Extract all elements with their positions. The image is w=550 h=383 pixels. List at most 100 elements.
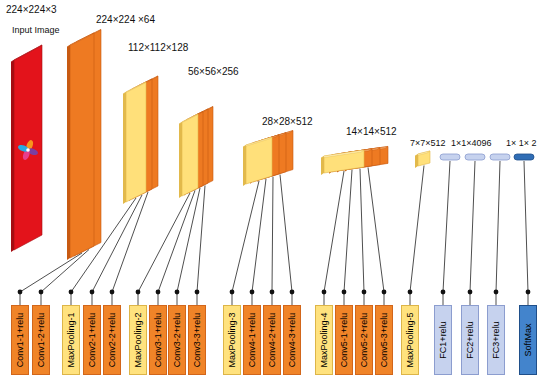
slab-edge <box>321 156 324 175</box>
slab-edge <box>11 60 14 252</box>
leader-line <box>360 169 364 292</box>
leader-dot <box>270 290 275 295</box>
layer-label: Conv3-2+relu <box>173 313 182 367</box>
dense-layer-bar <box>440 154 460 160</box>
feature-map-slab <box>179 114 198 198</box>
leader-dot <box>494 290 499 295</box>
layer-box: MaxPooling-4 <box>315 305 333 375</box>
dense-layer-bar <box>465 154 485 160</box>
leader-line <box>344 170 352 292</box>
leader-dot <box>69 290 74 295</box>
dimension-label: 28×28×512 <box>262 116 313 127</box>
leader-dot <box>156 290 161 295</box>
layer-box: Conv4-3+relu <box>283 305 301 375</box>
leader-line <box>496 161 500 292</box>
flower-petal <box>17 144 29 153</box>
layer-box: Conv3-3+relu <box>188 305 206 375</box>
leader-line <box>443 161 450 292</box>
leader-dot <box>468 290 473 295</box>
layer-label: MaxPooling-4 <box>320 312 329 367</box>
layer-box: Conv5-2+relu <box>355 305 373 375</box>
layer-box: Conv3-2+relu <box>168 305 186 375</box>
layer-label: Conv5-1+relu <box>340 313 349 367</box>
leader-line <box>232 181 259 292</box>
slab-edge <box>123 92 126 204</box>
dimension-label: 224×224×3 <box>6 4 57 15</box>
leader-line <box>280 175 292 292</box>
slab-top <box>11 45 42 62</box>
layer-label: Conv4-2+relu <box>268 313 277 367</box>
layer-box: Conv4-2+relu <box>263 305 281 375</box>
leader-dot <box>39 290 44 295</box>
leader-line <box>197 186 205 293</box>
slab-edge <box>67 45 70 260</box>
layer-label: FC3+relu <box>492 321 501 358</box>
layer-label: MaxPooling-2 <box>134 312 143 367</box>
layer-box: Conv5-1+relu <box>335 305 353 375</box>
layer-box: FC2+relu <box>461 305 479 375</box>
layer-label: Conv3-1+relu <box>154 313 163 367</box>
feature-map-slab <box>123 82 146 204</box>
leader-dot <box>441 290 446 295</box>
dimension-label: 7×7×512 <box>410 139 446 149</box>
layer-label: Conv5-3+relu <box>380 313 389 367</box>
slab-face <box>182 114 198 196</box>
leader-line <box>158 191 195 293</box>
leader-line <box>20 253 82 292</box>
leader-dot <box>362 290 367 295</box>
leader-line <box>138 193 190 292</box>
layer-box: Conv2-2+relu <box>103 305 121 375</box>
layer-label: SoftMax <box>524 323 533 356</box>
layer-box: Conv1-1+relu <box>11 305 29 375</box>
slab-face <box>70 33 94 258</box>
layer-label: Conv4-1+relu <box>248 313 257 367</box>
leader-line <box>324 171 344 292</box>
slab-edge <box>415 154 418 168</box>
dimension-label: 1× 1× 2 <box>506 139 537 149</box>
slab-edge <box>243 145 246 186</box>
layer-box: Conv1-2+relu <box>32 305 50 375</box>
dimension-label: 56×56×256 <box>188 66 239 77</box>
leader-dot <box>382 290 387 295</box>
slab-edge <box>179 122 182 198</box>
leader-dot <box>18 290 23 295</box>
slab-top <box>67 33 94 47</box>
leader-dot <box>90 290 95 295</box>
layer-box: MaxPooling-1 <box>62 305 80 375</box>
leader-dot <box>342 290 347 295</box>
input-image-icon <box>17 139 39 161</box>
slab-top <box>321 150 364 158</box>
layer-label: FC2+relu <box>466 321 475 358</box>
layer-label: MaxPooling-5 <box>406 312 415 367</box>
leader-line <box>252 179 266 292</box>
layer-label: Conv5-2+relu <box>360 313 369 367</box>
layer-label: Conv1-1+relu <box>16 313 25 367</box>
layer-box: FC1+relu <box>434 305 452 375</box>
leader-dot <box>250 290 255 295</box>
layer-label: Conv1-2+relu <box>37 313 46 367</box>
dimension-label: 14×14×512 <box>346 126 397 137</box>
layer-label: Conv4-3+relu <box>288 313 297 367</box>
slab-face <box>126 82 146 202</box>
leader-dot <box>290 290 295 295</box>
leader-dot <box>408 290 413 295</box>
leader-line <box>368 167 384 292</box>
leader-dot <box>322 290 327 295</box>
leader-line <box>470 161 475 292</box>
slab-top <box>243 137 272 147</box>
dense-layer-bar <box>514 154 534 160</box>
feature-map-slab <box>67 33 94 260</box>
leader-dot <box>136 290 141 295</box>
layer-box: FC3+relu <box>487 305 505 375</box>
leader-dot <box>110 290 115 295</box>
dimension-label: 224×224 ×64 <box>96 14 155 25</box>
layer-label: MaxPooling-3 <box>228 312 237 367</box>
leader-line <box>112 192 148 292</box>
leader-line <box>41 250 89 293</box>
slab-top <box>123 82 146 94</box>
dimension-label: 1×1×4096 <box>451 139 492 149</box>
leader-line <box>410 166 424 293</box>
leader-dot <box>230 290 235 295</box>
feature-map-slab <box>243 137 272 186</box>
layer-box: MaxPooling-3 <box>223 305 241 375</box>
